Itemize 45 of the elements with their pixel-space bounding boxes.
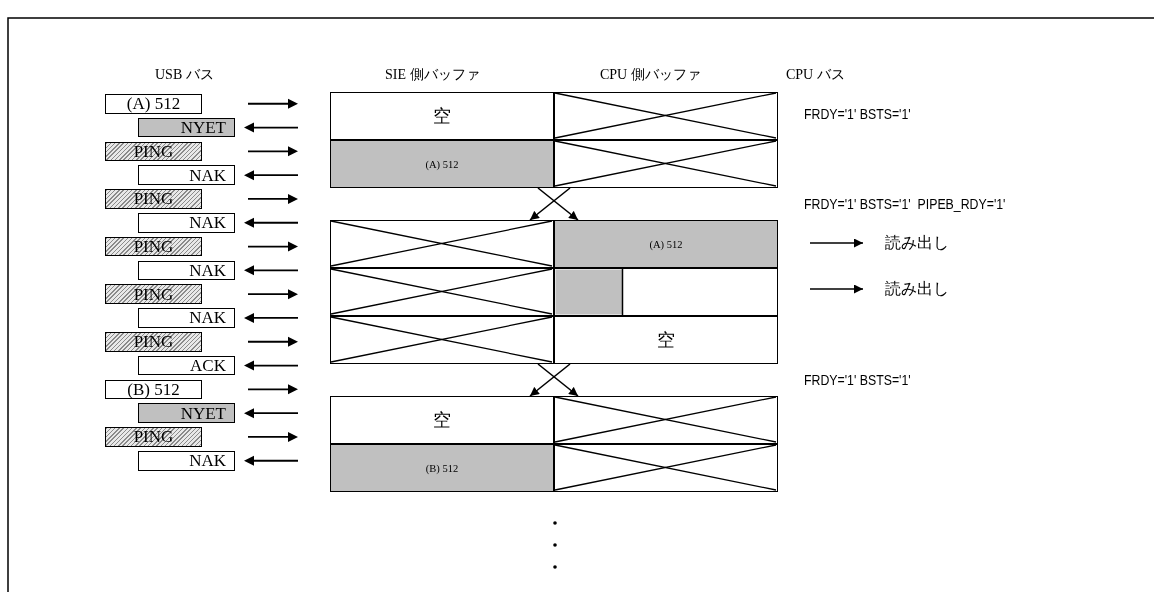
packet-box: NAK [138, 165, 235, 185]
unused-buffer-cell [554, 140, 778, 188]
packet-box: PING [105, 141, 202, 162]
packet-box: NAK [138, 451, 235, 471]
partially-filled-cell [554, 268, 778, 316]
unused-buffer-cell [330, 220, 554, 268]
buffer-cell: (B) 512 [330, 444, 554, 492]
packet-box: NAK [138, 213, 235, 233]
unused-buffer-cell [554, 92, 778, 140]
unused-buffer-cell [330, 268, 554, 316]
arrow [529, 187, 571, 221]
status-flags: FRDY='1' BSTS='1' [804, 106, 911, 122]
arrow [809, 284, 864, 294]
packet-box: PING [105, 427, 202, 447]
packet-box: NYET [138, 117, 235, 138]
read-label: 読み出し [885, 232, 955, 254]
buffer-cell: 空 [330, 396, 554, 444]
unused-buffer-cell [330, 316, 554, 364]
buffer-heading: CPU 側バッファ [600, 66, 701, 84]
arrow [537, 187, 579, 221]
packet-box: PING [105, 236, 202, 257]
arrow [809, 238, 864, 248]
packet-box: (A) 512 [105, 94, 202, 114]
unused-buffer-cell [554, 444, 778, 492]
unused-buffer-cell [554, 396, 778, 444]
status-flags: FRDY='1' BSTS='1' PIPEB_RDY='1' [804, 196, 1006, 212]
packet-box: (B) 512 [105, 379, 202, 400]
buffer-cell: (A) 512 [554, 220, 778, 268]
packet-box: PING [105, 189, 202, 209]
packet-box: PING [105, 284, 202, 304]
buffer-cell: 空 [330, 92, 554, 140]
status-flags: FRDY='1' BSTS='1' [804, 372, 911, 388]
buffer-heading: SIE 側バッファ [385, 66, 480, 84]
arrow [529, 363, 571, 397]
buffer-cell: 空 [554, 316, 778, 364]
packet-box: NAK [138, 308, 235, 328]
read-label: 読み出し [885, 278, 955, 300]
packet-box: PING [105, 332, 202, 352]
packet-box: ACK [138, 355, 235, 376]
arrow [537, 363, 579, 397]
bus-heading: CPU バス [786, 66, 845, 84]
buffer-cell: (A) 512 [330, 140, 554, 188]
packet-box: NAK [138, 260, 235, 281]
bus-heading: USB バス [155, 66, 214, 84]
packet-box: NYET [138, 403, 235, 423]
